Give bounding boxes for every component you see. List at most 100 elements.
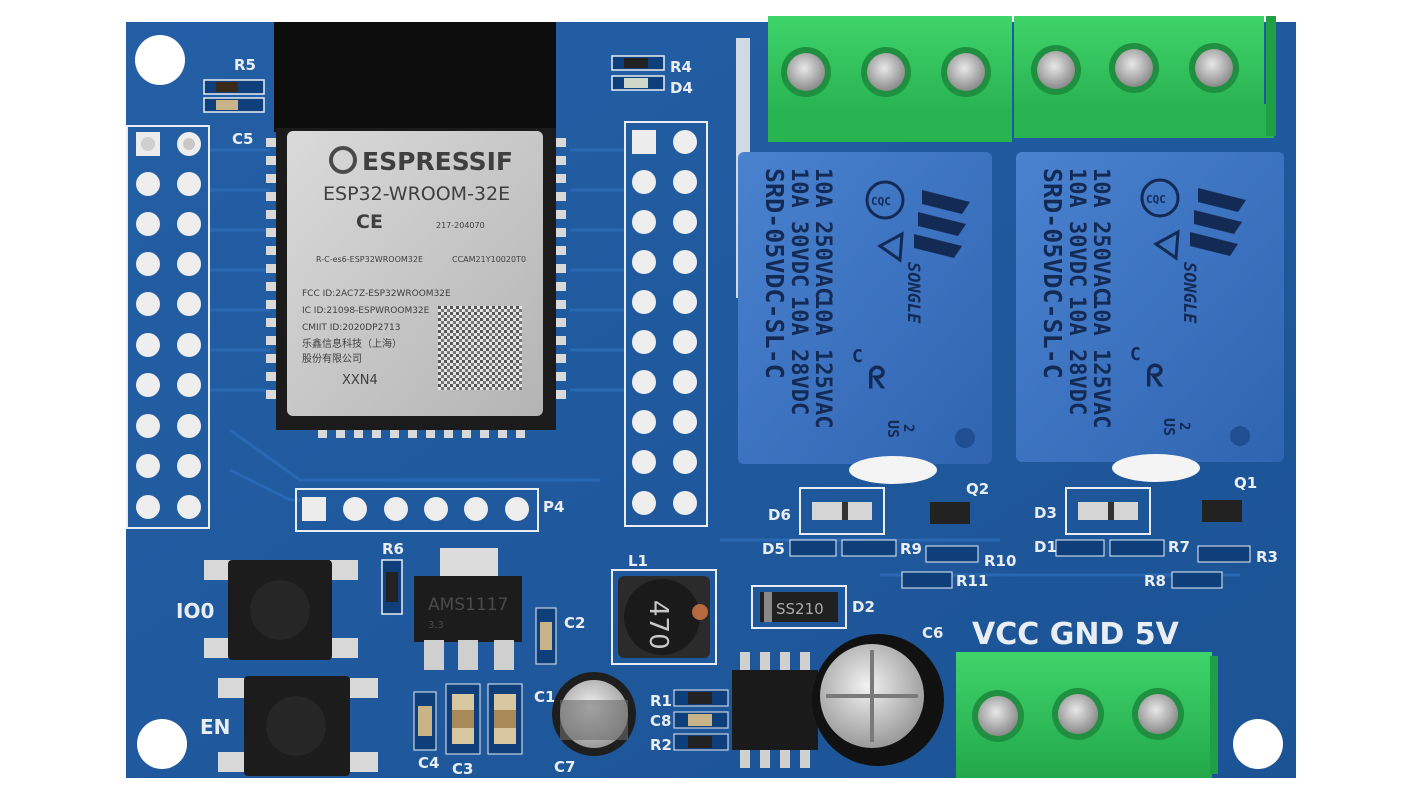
ce-mark: CE: [356, 211, 383, 233]
p4-header-pins: [302, 497, 529, 521]
relay-2-line4: 10A 125VAC: [810, 296, 835, 428]
relay-1-us: US: [1160, 418, 1178, 436]
inductor-label: 470: [643, 600, 673, 650]
label-p4: P4: [543, 498, 564, 516]
label-q2: Q2: [966, 480, 989, 498]
label-c5: C5: [232, 130, 253, 148]
right-header-outline: [624, 121, 708, 527]
regulator-sub: 3.3: [428, 620, 444, 631]
relay-1-line2: 10A 30VDC: [1064, 168, 1089, 287]
label-r5: R5: [234, 56, 256, 74]
module-ic-line: IC ID:21098-ESPWROOM32E: [302, 306, 430, 316]
label-c6: C6: [922, 624, 943, 642]
warning-triangle-icon: [1153, 229, 1180, 261]
label-r6: R6: [382, 540, 404, 558]
songle-logo-icon: [914, 190, 970, 258]
pcb-traces: [210, 148, 1240, 577]
left-header-pins: [136, 132, 201, 519]
label-c3: C3: [452, 760, 473, 778]
songle-logo-icon: [1190, 188, 1246, 256]
relay-2-line5: 10A 28VDC: [786, 296, 811, 415]
mounting-hole: [137, 719, 187, 769]
relay-2-line1: 10A 250VAC: [810, 168, 835, 300]
label-d4: D4: [670, 79, 693, 97]
label-r8: R8: [1144, 572, 1166, 590]
label-r7: R7: [1168, 538, 1190, 556]
module-model: ESP32-WROOM-32E: [323, 183, 510, 205]
label-r1: R1: [650, 692, 672, 710]
warning-triangle-icon: [877, 231, 904, 263]
label-io0: IO0: [176, 599, 214, 623]
relay-1-cqc: CQC: [1146, 193, 1166, 206]
label-d3: D3: [1034, 504, 1057, 522]
relay-2-c-mark: C: [852, 346, 863, 367]
label-q1: Q1: [1234, 474, 1257, 492]
relay-2-line3: SRD-05VDC-SL-C: [760, 168, 789, 379]
ul-mark-icon: ᖇ: [868, 361, 886, 396]
datamatrix-code: [438, 306, 522, 390]
diode-d2: SS210: [751, 585, 847, 629]
module-cert-code: 217-204070: [436, 221, 485, 230]
soic8-chip: [732, 652, 818, 768]
capacitor-c7: [552, 672, 636, 756]
relay-1-line3: SRD-05VDC-SL-C: [1038, 168, 1067, 379]
mounting-hole: [135, 35, 185, 85]
terminal-block-power: [956, 652, 1218, 778]
label-d1: D1: [1034, 538, 1057, 556]
power-terminal-label: VCC GND 5V: [972, 617, 1180, 652]
ams1117-regulator: AMS1117 3.3: [414, 548, 522, 670]
module-kc-line: R-C-es6-ESP32WROOM32E: [316, 255, 423, 264]
io0-button[interactable]: [204, 560, 358, 660]
left-header-outline: [126, 125, 210, 529]
smd-r4-d4: [611, 55, 665, 91]
label-d5: D5: [762, 540, 785, 558]
capacitor-c6: [812, 634, 944, 766]
p4-header-outline: [295, 488, 539, 532]
label-r10: R10: [984, 552, 1016, 570]
relay-2: 10A 250VAC 10A 30VDC SRD-05VDC-SL-C 10A …: [738, 152, 992, 484]
label-r9: R9: [900, 540, 922, 558]
smd-r1-c8-r2: [673, 689, 729, 751]
module-ccam-line: CCAM21Y10020T0: [452, 255, 526, 264]
module-brand: ESPRESSIF: [362, 147, 513, 176]
label-c2: C2: [564, 614, 585, 632]
regulator-label: AMS1117: [428, 595, 508, 615]
ul-mark-icon: ᖇ: [1146, 359, 1164, 394]
label-l1: L1: [628, 552, 648, 570]
label-r2: R2: [650, 736, 672, 754]
relay-1-line1: 10A 250VAC: [1088, 168, 1113, 300]
cqc-mark-icon: [865, 180, 905, 220]
right-header-pins: [632, 130, 697, 515]
label-r3: R3: [1256, 548, 1278, 566]
module-batch: XXN4: [342, 373, 378, 388]
terminal-block-relay-1: [1014, 16, 1276, 138]
label-en: EN: [200, 715, 230, 739]
relay-1-line5: 10A 28VDC: [1064, 296, 1089, 415]
label-c8: C8: [650, 712, 671, 730]
label-c4: C4: [418, 754, 439, 772]
module-fcc-line: FCC ID:2AC7Z-ESP32WROOM32E: [302, 289, 451, 299]
smd-c4-c3: [413, 683, 523, 755]
diode-d2-label: SS210: [776, 600, 824, 618]
smd-r5-c5: [203, 79, 265, 113]
module-cmiit-line: CMIIT ID:2020DP2713: [302, 323, 401, 333]
cqc-mark-icon: [1140, 178, 1180, 218]
driver-parts: [789, 487, 1251, 589]
relay-2-brand: SONGLE: [903, 262, 923, 324]
relay-1-num: 2: [1176, 422, 1192, 430]
relay-2-line2: 10A 30VDC: [786, 168, 811, 287]
relay-2-cqc: CQC: [871, 195, 891, 208]
mounting-hole: [1233, 719, 1283, 769]
relay-2-num: 2: [900, 424, 916, 432]
label-r11: R11: [956, 572, 988, 590]
label-d2: D2: [852, 598, 875, 616]
label-c1: C1: [534, 688, 555, 706]
relay-1-brand: SONGLE: [1179, 262, 1199, 324]
module-cn-line1: 乐鑫信息科技（上海）: [302, 337, 402, 350]
label-r4: R4: [670, 58, 692, 76]
relay-1-dot: [1230, 426, 1250, 446]
en-button[interactable]: [218, 676, 378, 776]
relay-2-dot: [955, 428, 975, 448]
esp32-module: ESPRESSIF ESP32-WROOM-32E CE 217-204070 …: [266, 22, 566, 438]
